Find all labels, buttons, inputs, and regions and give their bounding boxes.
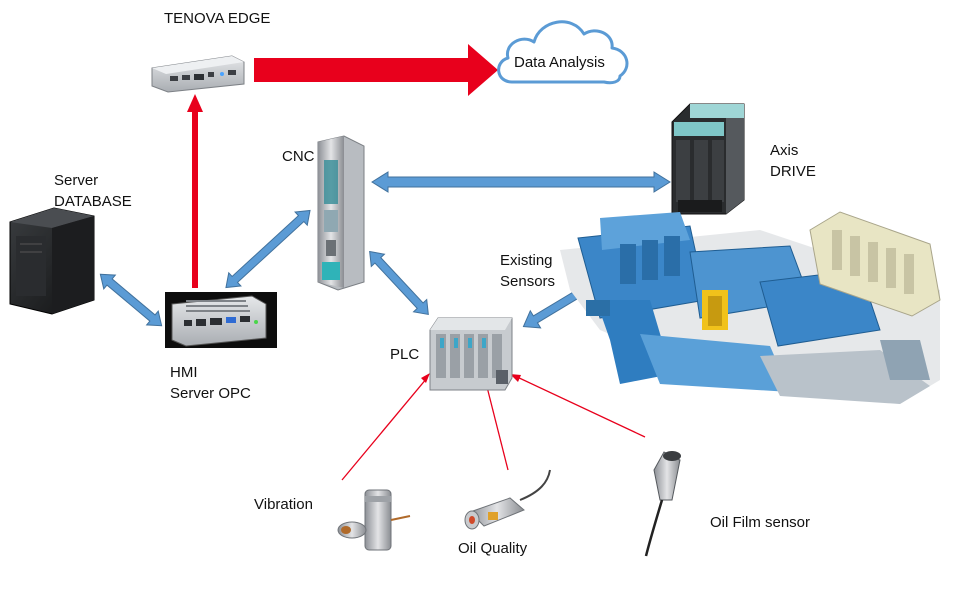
plc-label: PLC bbox=[390, 346, 420, 363]
cnc-axis-drive-arrow bbox=[371, 171, 671, 193]
axis-drive-device bbox=[671, 103, 745, 215]
hmi-server-opc-label: HMI Server OPC bbox=[170, 362, 251, 404]
server-database-label-line2: DATABASE bbox=[54, 193, 132, 210]
server-database-label-line1: Server bbox=[54, 172, 99, 189]
oil-film-to-plc-arrow bbox=[510, 374, 646, 438]
rolling-mill-machinery bbox=[560, 211, 941, 404]
axis-drive-label-line2: DRIVE bbox=[770, 163, 816, 180]
oil-quality-sensor bbox=[464, 469, 551, 530]
vibration-to-plc-arrow bbox=[341, 373, 430, 481]
hmi-label-line2: Server OPC bbox=[170, 385, 251, 402]
oil-quality-label: Oil Quality bbox=[458, 540, 528, 557]
hmi-cnc-arrow bbox=[225, 209, 311, 289]
vibration-sensor bbox=[337, 489, 411, 551]
vibration-label: Vibration bbox=[254, 496, 313, 513]
oil-film-sensor bbox=[644, 451, 681, 557]
server-database-device bbox=[9, 207, 95, 315]
edge-to-cloud-arrow bbox=[254, 44, 498, 96]
oil-film-sensor-label: Oil Film sensor bbox=[710, 514, 811, 531]
hmi-to-edge-arrow bbox=[187, 94, 203, 288]
cloud-icon bbox=[497, 20, 629, 85]
oil-quality-to-plc-arrow bbox=[482, 378, 509, 471]
server-hmi-arrow bbox=[99, 273, 163, 327]
cnc-plc-arrow bbox=[369, 250, 429, 316]
hmi-server-device bbox=[165, 292, 277, 348]
cnc-device bbox=[317, 135, 365, 291]
tenova-edge-label: TENOVA EDGE bbox=[164, 10, 271, 27]
existing-sensors-label: Existing Sensors bbox=[500, 250, 555, 292]
plc-device bbox=[429, 317, 513, 391]
hmi-label-line1: HMI bbox=[170, 364, 198, 381]
axis-drive-label-line1: Axis bbox=[770, 142, 799, 159]
existing-sensors-label-line1: Existing bbox=[500, 252, 553, 269]
existing-sensors-label-line2: Sensors bbox=[500, 273, 556, 290]
cnc-label: CNC bbox=[282, 148, 315, 165]
data-analysis-label: Data Analysis bbox=[514, 54, 605, 71]
server-database-label: Server DATABASE bbox=[54, 170, 132, 212]
tenova-edge-device bbox=[151, 55, 245, 93]
axis-drive-label: Axis DRIVE bbox=[770, 140, 816, 182]
